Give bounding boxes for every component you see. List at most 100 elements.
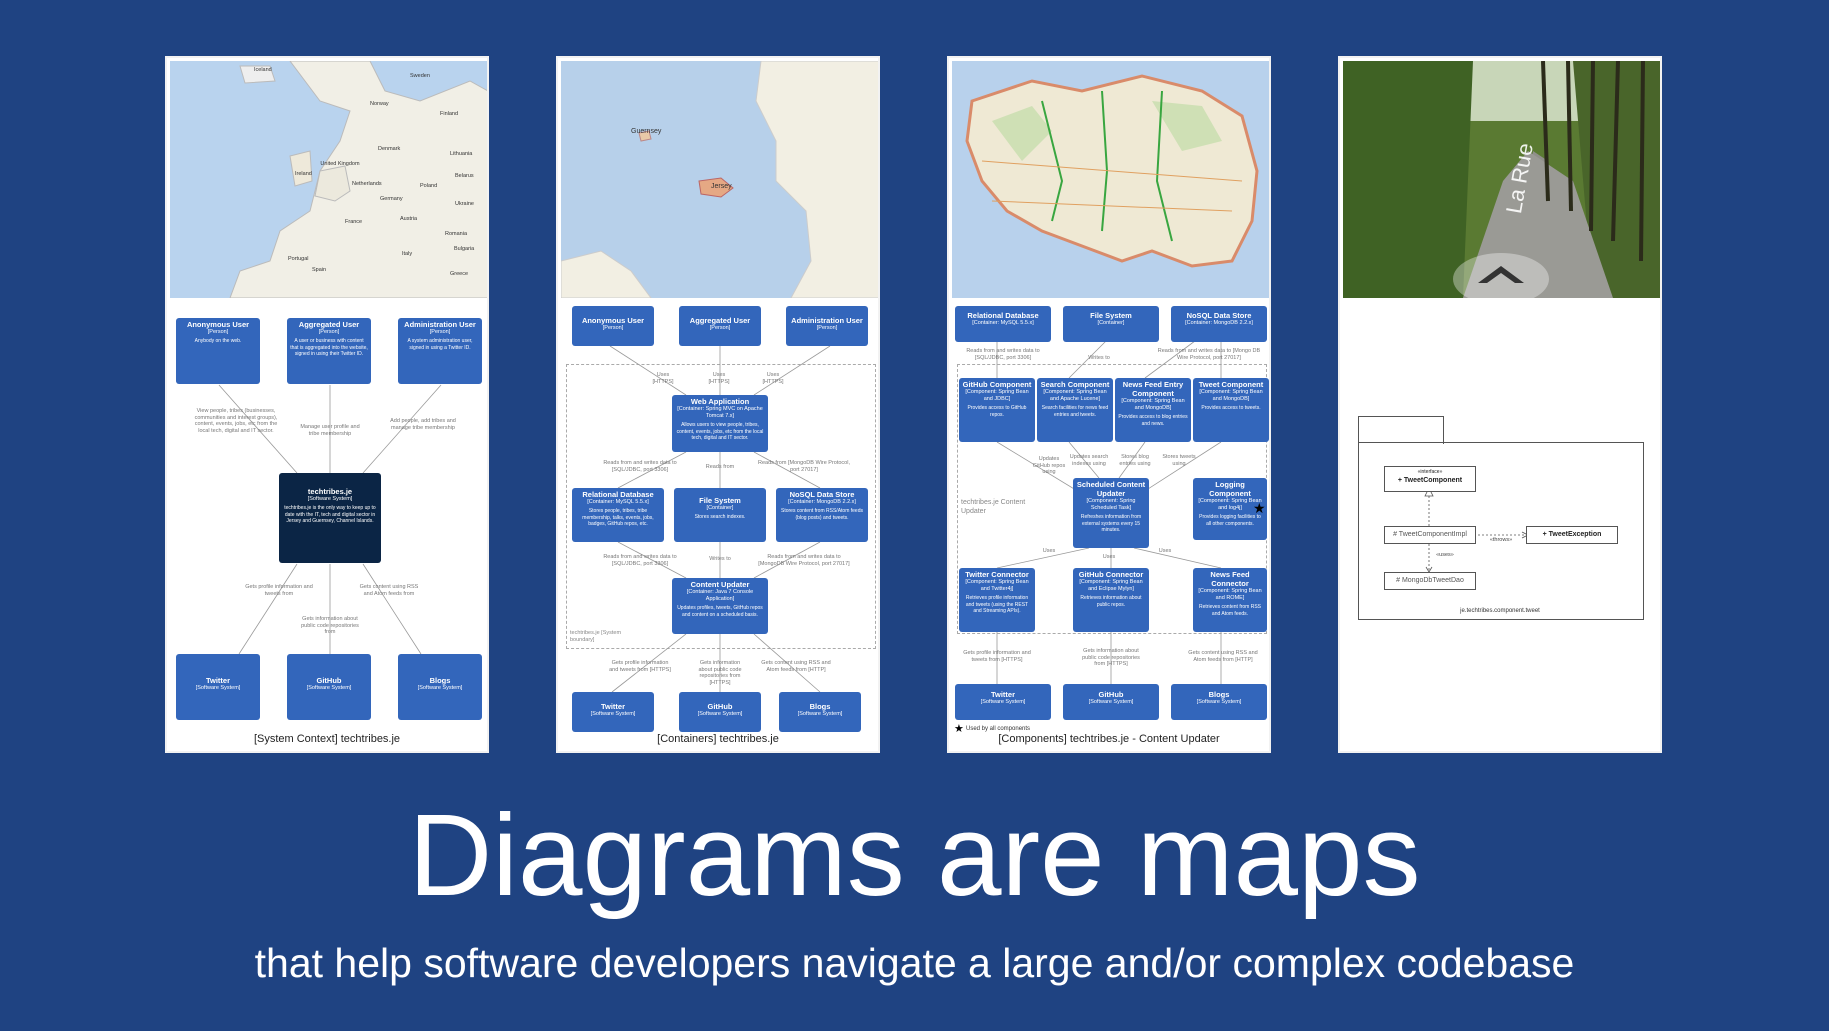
channel-islands-map: Guernsey Jersey: [561, 61, 878, 298]
box-title: GitHub Component: [962, 380, 1032, 389]
box-desc: A system administration user, signed in …: [407, 338, 473, 351]
box-title: Twitter: [600, 702, 626, 711]
box-type: [Component: Spring Bean and JDBC]: [965, 389, 1029, 402]
relationship-label: Gets information about public code repos…: [301, 616, 359, 635]
administration-user-box: Administration User [Person]: [786, 306, 868, 346]
map-label: Iceland: [254, 67, 272, 73]
slide-title: Diagrams are maps: [408, 790, 1421, 920]
box-type: [Software System]: [1088, 699, 1134, 705]
box-title: Administration User: [791, 316, 863, 325]
box-desc: Retrieves profile information and tweets…: [965, 595, 1029, 614]
slide-subtitle: that help software developers navigate a…: [254, 940, 1575, 986]
relationship-label: Gets profile information and tweets from…: [963, 650, 1031, 663]
box-title: Blogs: [1208, 690, 1230, 699]
relationship-label: Gets profile information and tweets from: [245, 584, 313, 597]
box-type: [Component: Spring Scheduled Task]: [1086, 498, 1136, 511]
nosql-data-store-box: NoSQL Data Store [Container: MongoDB 2.2…: [776, 488, 868, 542]
box-title: Content Updater: [690, 580, 750, 589]
box-title: News Feed Connector: [1210, 570, 1250, 588]
boundary-label: techtribes.je Content Updater: [961, 499, 1026, 515]
box-desc: Stores content from RSS/Atom feeds (blog…: [781, 508, 863, 521]
box-desc: A user or business with content that is …: [290, 338, 368, 357]
box-title: Anonymous User: [581, 316, 645, 325]
github-system-box: GitHub [Software System]: [1063, 684, 1159, 720]
relationship-label: Reads from and writes data to [SQL/JDBC,…: [966, 348, 1040, 361]
box-title: techtribes.je: [307, 487, 353, 496]
aggregated-user-box: Aggregated User [Person]: [679, 306, 761, 346]
twitter-system-box: Twitter [Software System]: [176, 654, 260, 720]
system-boundary: [566, 364, 876, 649]
box-title: NoSQL Data Store: [789, 490, 855, 499]
diagram-caption: [Components] techtribes.je - Content Upd…: [998, 733, 1220, 745]
anonymous-user-box: Anonymous User [Person] Anybody on the w…: [176, 318, 260, 384]
news-feed-entry-component-box: News Feed Entry Component [Component: Sp…: [1115, 378, 1191, 442]
box-type: [Container: MongoDB 2.2.x]: [788, 499, 856, 505]
news-feed-connector-box: News Feed Connector [Component: Spring B…: [1193, 568, 1267, 632]
box-type: [Software System]: [1196, 699, 1242, 705]
map-label: United Kingdom: [320, 161, 360, 167]
map-label: Netherlands: [352, 181, 382, 187]
box-desc: Refreshes information from external syst…: [1080, 514, 1142, 533]
europe-map: Iceland Sweden Norway Finland United Kin…: [170, 61, 487, 298]
blogs-system-box: Blogs [Software System]: [398, 654, 482, 720]
box-type: [Container: Spring MVC on Apache Tomcat …: [677, 406, 763, 419]
relationship-label: Gets information about public code repos…: [1082, 648, 1140, 667]
box-type: [Component: Spring Bean and MongoDB]: [1121, 398, 1185, 411]
map-label: Jersey: [711, 183, 732, 190]
street-view-photo: La Rue: [1343, 61, 1660, 298]
package-frame: [1358, 442, 1644, 620]
relationship-label: Stores blog entries using: [1119, 454, 1151, 467]
box-type: [Container: MySQL 5.5.x]: [972, 320, 1034, 326]
relationship-label: Gets content using RSS and Atom feeds fr…: [359, 584, 419, 597]
star-marker-icon: ★: [1253, 500, 1266, 516]
box-desc: Retrieves content from RSS and Atom feed…: [1199, 604, 1261, 617]
map-label: Portugal: [288, 256, 309, 262]
box-type: [Person]: [207, 329, 229, 335]
relationship-label: Gets content using RSS and Atom feeds fr…: [761, 660, 831, 673]
relationship-label: Add people, add tribes and manage tribe …: [390, 418, 456, 431]
box-type: [Software System]: [590, 711, 636, 717]
box-type: [Component: Spring Bean and Apache Lucen…: [1043, 389, 1107, 402]
box-title: Aggregated User: [298, 320, 360, 329]
relationship-label: Manage user profile and tribe membership: [300, 424, 360, 437]
relational-database-box: Relational Database [Container: MySQL 5.…: [572, 488, 664, 542]
star-legend-icon: ★: [954, 723, 964, 735]
box-title: Blogs: [429, 676, 451, 685]
box-desc: Retrieves information about public repos…: [1080, 595, 1142, 608]
box-type: [Container: MySQL 5.5.x]: [587, 499, 649, 505]
box-title: GitHub: [707, 702, 733, 711]
map-label: Poland: [420, 183, 438, 189]
box-desc: Provides access to blog entries and news…: [1118, 414, 1188, 427]
nosql-data-store-box: NoSQL Data Store [Container: MongoDB 2.2…: [1171, 306, 1267, 342]
box-type: [Person]: [816, 325, 838, 331]
box-title: File System: [699, 496, 741, 505]
map-label: Italy: [402, 251, 413, 257]
box-type: [Software System]: [306, 685, 352, 691]
uml-arrows: [1424, 487, 1529, 573]
box-title: GitHub Connector: [1078, 570, 1144, 579]
relationship-label: Reads from: [705, 464, 735, 470]
map-label: Austria: [400, 216, 418, 222]
box-type: [Person]: [602, 325, 624, 331]
relationship-label: Updates GitHub repos using: [1032, 456, 1066, 475]
map-label: Greece: [450, 271, 469, 277]
box-desc: techtribes.je is the only way to keep up…: [284, 505, 376, 524]
map-label: Spain: [312, 267, 327, 273]
map-label: Germany: [380, 196, 403, 202]
map-label: Ukraine: [455, 201, 474, 207]
street-view-graphic: [1343, 61, 1660, 298]
components-diagram-panel: techtribes.je Content Updater Relational…: [947, 56, 1271, 753]
box-desc: Provides access to GitHub repos.: [967, 405, 1027, 418]
box-title: Twitter: [990, 690, 1016, 699]
relationship-label: Updates search indexes using: [1069, 454, 1109, 467]
box-title: Anonymous User: [186, 320, 250, 329]
diagram-caption: [System Context] techtribes.je: [253, 733, 401, 745]
relationship-label: Stores tweets using: [1162, 454, 1196, 467]
tweet-exception-class: + TweetException: [1526, 526, 1618, 544]
code-diagram-panel: La Rue «interface» + TweetComponent # Tw…: [1338, 56, 1662, 753]
box-title: File System: [1090, 311, 1132, 320]
box-title: Tweet Component: [1198, 380, 1264, 389]
box-type: [Container: Java 7 Console Application]: [686, 589, 754, 602]
box-type: [Software System]: [697, 711, 743, 717]
relationship-label: Uses [HTTPS]: [762, 372, 784, 385]
